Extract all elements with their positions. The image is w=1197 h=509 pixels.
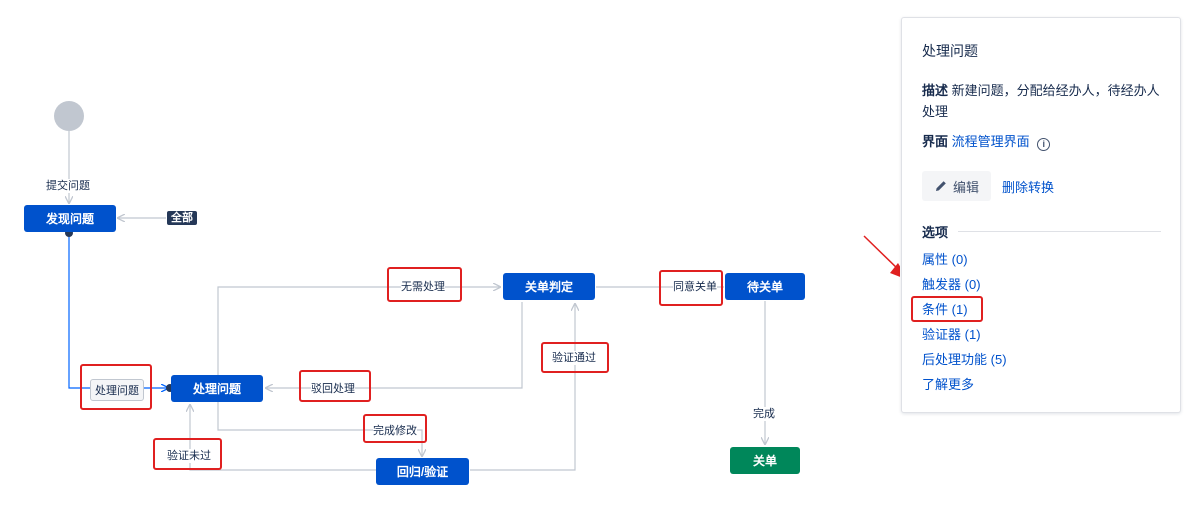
info-icon[interactable]: i xyxy=(1037,138,1051,151)
pencil-icon xyxy=(936,181,946,191)
status-found[interactable]: 发现问题 xyxy=(24,205,116,232)
highlight-box xyxy=(659,270,723,306)
option-triggers[interactable]: 触发器 (0) xyxy=(922,277,981,292)
diagram-lines xyxy=(54,101,900,471)
status-pending-close[interactable]: 待关单 xyxy=(725,273,805,300)
delete-transition-link[interactable]: 删除转换 xyxy=(1002,179,1055,195)
panel-screen: 界面 流程管理界面 i xyxy=(922,131,1161,152)
options-list: 属性 (0) 触发器 (0) 条件 (1) 验证器 (1) 后处理功能 (5) … xyxy=(911,247,1161,397)
transition-verify-pass-label[interactable]: 验证通过 xyxy=(552,351,596,365)
edge-verify-fail xyxy=(190,405,376,471)
option-learn-more[interactable]: 了解更多 xyxy=(922,377,975,392)
option-validators[interactable]: 验证器 (1) xyxy=(922,327,981,342)
option-properties[interactable]: 属性 (0) xyxy=(922,252,968,267)
status-processing[interactable]: 处理问题 xyxy=(171,375,263,402)
highlight-box xyxy=(541,342,609,373)
options-heading: 选项 xyxy=(922,222,1161,241)
panel-actions: 编辑 删除转换 xyxy=(922,171,1161,201)
highlight-box xyxy=(387,267,462,302)
option-post-functions[interactable]: 后处理功能 (5) xyxy=(922,352,1007,367)
status-close-decide[interactable]: 关单判定 xyxy=(503,273,595,300)
divider xyxy=(958,231,1161,232)
screen-link[interactable]: 流程管理界面 xyxy=(951,134,1030,149)
transition-process-chip[interactable]: 处理问题 xyxy=(90,379,144,401)
status-closed[interactable]: 关单 xyxy=(730,447,800,474)
transition-verify-fail-label[interactable]: 验证未过 xyxy=(167,449,211,463)
panel-title: 处理问题 xyxy=(922,43,978,59)
status-regression[interactable]: 回归/验证 xyxy=(376,458,469,485)
option-conditions[interactable]: 条件 (1) xyxy=(911,296,1161,322)
description-text: 新建问题，分配给经办人，待经办人处理 xyxy=(922,83,1160,119)
transition-submit-label[interactable]: 提交问题 xyxy=(46,179,90,193)
transition-agree-close-label[interactable]: 同意关单 xyxy=(673,280,717,294)
highlight-box xyxy=(299,370,371,402)
edit-button-label: 编辑 xyxy=(953,179,980,195)
transition-no-need-label[interactable]: 无需处理 xyxy=(401,280,445,294)
transition-reject-label[interactable]: 驳回处理 xyxy=(311,382,355,396)
highlight-box xyxy=(911,296,983,322)
screen-label: 界面 xyxy=(922,134,949,149)
edge-fix-done xyxy=(217,402,422,456)
highlight-box xyxy=(153,438,222,470)
start-node[interactable] xyxy=(54,101,84,131)
annotation-arrowhead xyxy=(890,263,900,277)
panel-description: 描述 新建问题，分配给经办人，待经办人处理 xyxy=(922,80,1161,122)
edit-button[interactable]: 编辑 xyxy=(922,171,992,201)
highlight-box xyxy=(363,414,427,443)
transition-fix-done-label[interactable]: 完成修改 xyxy=(373,424,417,438)
workflow-diagram: 发现问题 处理问题 关单判定 待关单 回归/验证 关单 提交问题 全部 处理问题… xyxy=(24,101,900,485)
transition-detail-panel: 处理问题 描述 新建问题，分配给经办人，待经办人处理 界面 流程管理界面 i 编… xyxy=(901,17,1181,413)
description-label: 描述 xyxy=(922,83,949,98)
all-badge[interactable]: 全部 xyxy=(167,211,197,225)
highlight-box xyxy=(80,364,152,410)
transition-done-label[interactable]: 完成 xyxy=(753,407,775,421)
